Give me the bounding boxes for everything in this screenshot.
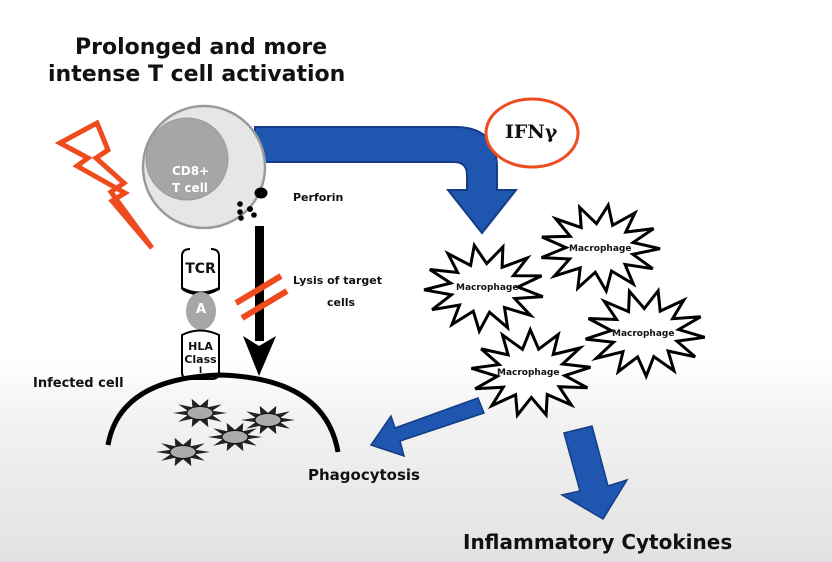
antigen-label: A <box>195 302 207 317</box>
macrophage-label-3: Macrophage <box>612 329 675 339</box>
inflammatory-cytokines-label: Inflammatory Cytokines <box>463 530 733 554</box>
inflammatory-arrow <box>559 425 629 521</box>
pathogen-core <box>254 413 282 427</box>
t-cell-label-line-1: CD8+ <box>172 164 210 178</box>
macrophage-starburst <box>423 241 544 335</box>
lysis-arrow <box>243 226 276 376</box>
pathogens <box>156 398 295 467</box>
tcr-receptor <box>181 248 220 296</box>
pathogen-core <box>169 445 197 459</box>
infected-cell-membrane <box>105 372 341 453</box>
inhibition-marks <box>234 273 289 321</box>
tcr-label: TCR <box>185 261 216 277</box>
lysis-label-line-1: Lysis of target <box>293 274 382 287</box>
perforin-granules <box>237 187 268 221</box>
pathogen-core <box>221 430 249 444</box>
macrophage-label-1: Macrophage <box>456 283 519 293</box>
perforin-label: Perforin <box>293 191 344 204</box>
hla-label-line-1: HLA <box>188 340 213 353</box>
phagocytosis-arrow <box>369 397 485 458</box>
hla-label-line-2: Class <box>184 353 217 366</box>
lysis-label-line-2: cells <box>327 296 356 309</box>
title-line-1: Prolonged and more <box>75 35 328 60</box>
t-cell-nucleus <box>145 117 229 201</box>
macrophage-starburst <box>585 286 706 381</box>
macrophage-label-2: Macrophage <box>569 244 632 254</box>
ifn-gamma-arrow <box>254 126 519 235</box>
lightning-bolt-icon <box>54 119 155 250</box>
ifn-gamma-circle <box>484 97 580 169</box>
macrophage-group <box>423 201 706 419</box>
ifn-gamma-label: IFNγ <box>505 121 558 143</box>
macrophage-label-4: Macrophage <box>497 368 560 378</box>
pathogen-core <box>186 406 214 420</box>
title-line-2: intense T cell activation <box>48 62 346 87</box>
t-cell-label-line-2: T cell <box>172 181 208 195</box>
infected-cell-label: Infected cell <box>33 376 124 391</box>
antigen <box>186 292 216 330</box>
macrophage-starburst <box>470 325 591 419</box>
macrophage-starburst <box>540 201 661 295</box>
phagocytosis-label: Phagocytosis <box>308 466 420 484</box>
hla-label-line-3: I <box>198 366 203 376</box>
